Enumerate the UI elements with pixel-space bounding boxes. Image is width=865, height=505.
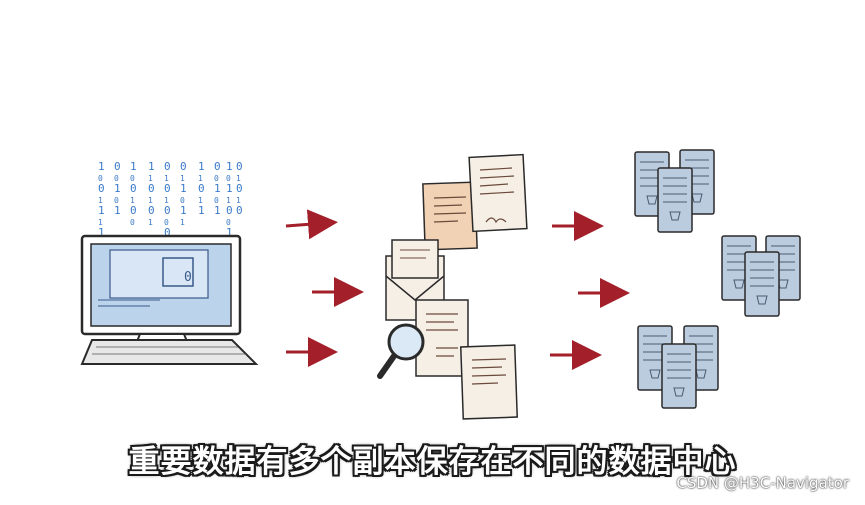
binary-digit: 1 [148,196,153,205]
binary-digit: 0 [236,204,243,217]
binary-digit: 0 [98,174,103,183]
server-icon [744,251,780,317]
binary-digit: 1 [114,204,121,217]
binary-digit: 1 [148,218,153,227]
binary-digit: 1 [198,204,205,217]
arrow-group-left [285,209,364,367]
envelope-icon [385,239,445,321]
binary-digit: 0 [226,204,233,217]
binary-digit: 0 [214,174,219,183]
binary-digit: 1 [130,196,135,205]
binary-digit: 1 [198,174,203,183]
server-cluster [634,149,715,233]
binary-digit: 1 [226,226,233,239]
binary-digit: 1 [148,160,155,173]
binary-digit: 0 [198,182,205,195]
subtitle-caption: 重要数据有多个副本保存在不同的数据中心 [128,444,737,480]
binary-data-stream: 1001111000101100100110101010100001101111… [98,160,243,249]
binary-digit: 1 [148,174,153,183]
document-icon [422,181,478,251]
binary-digit: 0 [130,182,137,195]
binary-digit: 0 [148,182,155,195]
server-icon [661,343,697,409]
binary-digit: 0 [236,182,243,195]
binary-digit: 1 [98,204,105,217]
binary-digit: 0 [164,182,171,195]
binary-digit: 0 [214,160,221,173]
binary-digit: 0 [164,204,171,217]
binary-digit: 1 [198,160,205,173]
screen-box [162,257,194,287]
binary-digit: 0 [214,196,219,205]
document-icon [468,153,528,233]
binary-digit: 1 [130,160,137,173]
screen-digit: 0 [184,270,192,285]
binary-digit: 1 [98,160,105,173]
document-icon [415,299,469,377]
document-icon [459,344,519,420]
binary-digit: 1 [98,218,103,227]
arrow-group-right [550,211,630,370]
binary-digit: 1 [226,196,231,205]
computer-icon: 0 [80,234,259,365]
binary-digit: 0 [236,160,243,173]
csdn-watermark: CSDN @H3C-Navigator [676,474,849,492]
magnifier-icon [377,323,425,379]
binary-digit: 0 [164,160,171,173]
binary-digit: 1 [98,226,105,239]
server-icon [657,167,693,233]
binary-digit: 0 [114,160,121,173]
binary-digit: 1 [180,174,185,183]
binary-digit: 1 [214,204,221,217]
documents-cluster [377,153,528,420]
binary-digit: 1 [226,160,233,173]
arrow-icon [285,209,338,240]
binary-digit: 0 [98,182,105,195]
binary-digit: 0 [164,218,169,227]
binary-digit: 1 [98,196,103,205]
binary-digit: 0 [180,196,185,205]
binary-digit: 1 [236,174,241,183]
binary-digit: 1 [114,182,121,195]
binary-digit: 0 [148,204,155,217]
binary-digit: 1 [180,218,185,227]
binary-digit: 0 [226,218,231,227]
server-cluster [637,325,719,409]
binary-digit: 1 [180,182,187,195]
binary-digit: 1 [236,196,241,205]
binary-digit: 0 [114,174,119,183]
server-cluster [721,235,801,317]
data-centers [634,149,801,409]
binary-digit: 1 [164,174,169,183]
binary-digit: 0 [164,226,171,239]
binary-digit: 0 [130,218,135,227]
binary-digit: 1 [164,196,169,205]
binary-digit: 1 [226,182,233,195]
binary-digit: 0 [130,174,135,183]
binary-digit: 0 [130,204,137,217]
binary-digit: 0 [114,196,119,205]
binary-digit: 1 [198,196,203,205]
binary-digit: 0 [180,160,187,173]
binary-digit: 1 [180,204,187,217]
binary-digit: 1 [214,182,221,195]
keyboard-icon [80,339,259,365]
binary-digit: 0 [226,174,231,183]
